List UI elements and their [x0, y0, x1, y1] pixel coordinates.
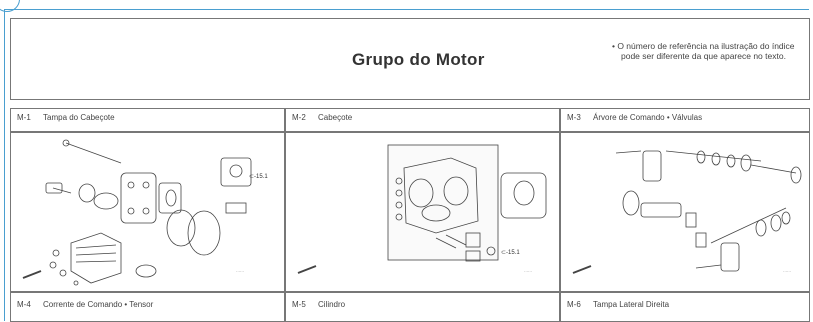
cylinder-head-exploded-diagram: ⊂-15.1 ······: [297, 144, 547, 274]
section-m6-label: M-6 Tampa Lateral Direita: [567, 300, 669, 309]
section-code: M-2: [292, 113, 306, 122]
section-m4-header[interactable]: M-4 Corrente de Comando • Tensor: [10, 292, 285, 322]
section-title: Árvore de Comando • Válvulas: [593, 113, 703, 122]
section-title: Cabeçote: [318, 113, 353, 122]
section-m3-label: M-3 Árvore de Comando • Válvulas: [567, 113, 702, 122]
note-line-1: • O número de referência na ilustração d…: [612, 41, 795, 51]
section-m5-header[interactable]: M-5 Cilindro: [285, 292, 560, 322]
svg-text:······: ······: [524, 269, 532, 274]
section-m5-label: M-5 Cilindro: [292, 300, 345, 309]
svg-text:······: ······: [783, 269, 791, 274]
section-code: M-4: [17, 300, 31, 309]
section-m2-header[interactable]: M-2 Cabeçote: [285, 108, 560, 132]
page-title: Grupo do Motor: [352, 50, 485, 69]
m1-ref-callout: ⊂-15.1: [249, 174, 268, 180]
section-m2-label: M-2 Cabeçote: [292, 113, 352, 122]
header-box: [10, 18, 810, 100]
section-title: Corrente de Comando • Tensor: [43, 300, 154, 309]
m2-ref-callout: ⊂-15.1: [501, 250, 520, 256]
note-line-2: pode ser diferente da que aparece no tex…: [621, 51, 786, 61]
cylinder-head-cover-exploded-diagram: ⊂-15.1 ······: [22, 139, 268, 286]
section-code: M-6: [567, 300, 581, 309]
section-m1-label: M-1 Tampa do Cabeçote: [17, 113, 115, 122]
section-title: Tampa Lateral Direita: [593, 300, 670, 309]
reference-note: • O número de referência na ilustração d…: [612, 41, 812, 61]
section-code: M-3: [567, 113, 581, 122]
section-title: Tampa do Cabeçote: [43, 113, 115, 122]
svg-text:······: ······: [236, 269, 244, 274]
section-title: Cilindro: [318, 300, 346, 309]
section-m2-illustration[interactable]: ⊂-15.1 ······: [285, 132, 560, 292]
section-m3-header[interactable]: M-3 Árvore de Comando • Válvulas: [560, 108, 810, 132]
section-m1-header[interactable]: M-1 Tampa do Cabeçote: [10, 108, 285, 132]
section-grid: M-1 Tampa do Cabeçote: [10, 108, 810, 322]
camshaft-valves-exploded-diagram: ······: [572, 150, 802, 274]
section-code: M-5: [292, 300, 306, 309]
section-m4-label: M-4 Corrente de Comando • Tensor: [17, 300, 153, 309]
section-m6-header[interactable]: M-6 Tampa Lateral Direita: [560, 292, 810, 322]
section-m1-illustration[interactable]: ⊂-15.1 ······: [10, 132, 285, 292]
section-m3-illustration[interactable]: ······: [560, 132, 810, 292]
section-code: M-1: [17, 113, 31, 122]
page-frame: [4, 9, 809, 321]
